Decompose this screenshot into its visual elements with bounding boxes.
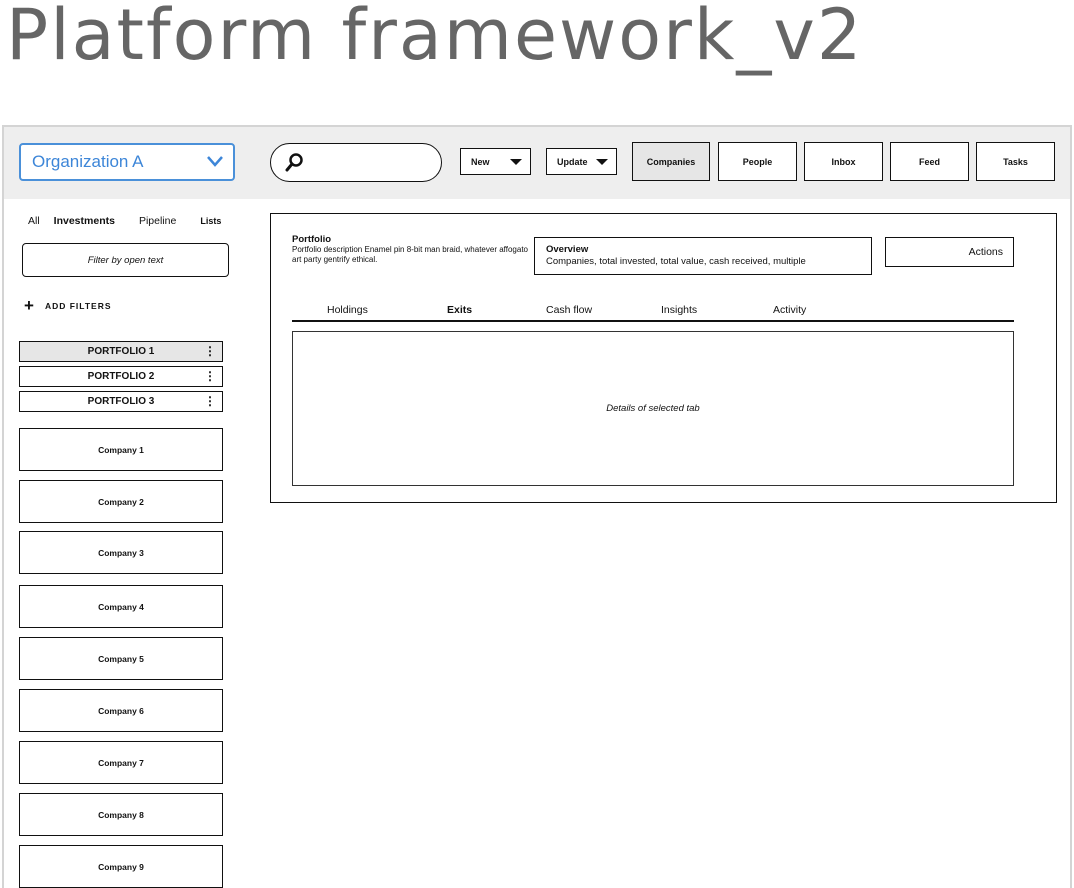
portfolio-panel: Portfolio Portfolio description Enamel p… bbox=[270, 213, 1057, 503]
portfolio-item[interactable]: PORTFOLIO 1 ⋮ bbox=[19, 341, 223, 362]
kebab-menu-icon[interactable]: ⋮ bbox=[204, 369, 216, 383]
app-frame: Organization A New Update Companies Peop… bbox=[2, 125, 1072, 888]
top-bar: Organization A New Update Companies Peop… bbox=[4, 127, 1070, 199]
nav-inbox[interactable]: Inbox bbox=[804, 142, 883, 181]
sidebar-tab-lists[interactable]: Lists bbox=[200, 216, 222, 226]
portfolio-item[interactable]: PORTFOLIO 2 ⋮ bbox=[19, 366, 223, 387]
nav-people[interactable]: People bbox=[718, 142, 797, 181]
company-card[interactable]: Company 1 bbox=[19, 428, 223, 471]
company-card[interactable]: Company 2 bbox=[19, 480, 223, 523]
portfolio-item-label: PORTFOLIO 1 bbox=[87, 346, 155, 357]
tab-holdings[interactable]: Holdings bbox=[327, 304, 368, 316]
tab-insights[interactable]: Insights bbox=[661, 304, 698, 316]
add-filters-label: ADD FILTERS bbox=[44, 300, 112, 311]
portfolio-item-label: PORTFOLIO 2 bbox=[87, 371, 155, 382]
company-card[interactable]: Company 5 bbox=[19, 637, 223, 680]
company-card[interactable]: Company 7 bbox=[19, 741, 223, 784]
company-card[interactable]: Company 3 bbox=[19, 531, 223, 574]
nav-tasks[interactable]: Tasks bbox=[976, 142, 1055, 181]
nav-feed[interactable]: Feed bbox=[890, 142, 969, 181]
nav-companies[interactable]: Companies bbox=[632, 142, 710, 181]
organization-select-label: Organization A bbox=[32, 152, 144, 171]
overview-title: Overview bbox=[546, 244, 589, 255]
tab-exits[interactable]: Exits bbox=[447, 304, 473, 316]
add-filters-button[interactable]: + ADD FILTERS bbox=[24, 297, 112, 314]
kebab-menu-icon[interactable]: ⋮ bbox=[204, 394, 216, 408]
chevron-down-icon bbox=[207, 156, 223, 167]
search-icon bbox=[285, 153, 303, 172]
plus-icon: + bbox=[24, 296, 35, 315]
sidebar-tab-all[interactable]: All bbox=[28, 215, 40, 227]
new-button-label: New bbox=[471, 156, 490, 167]
portfolio-title: Portfolio bbox=[292, 234, 332, 245]
overview-card: Overview Companies, total invested, tota… bbox=[534, 237, 872, 275]
new-dropdown-button[interactable]: New bbox=[460, 148, 531, 175]
kebab-menu-icon[interactable]: ⋮ bbox=[204, 344, 216, 358]
company-card[interactable]: Company 8 bbox=[19, 793, 223, 836]
tab-divider bbox=[292, 320, 1014, 322]
caret-down-icon bbox=[596, 159, 608, 165]
actions-button[interactable]: Actions bbox=[885, 237, 1014, 267]
overview-body: Companies, total invested, total value, … bbox=[546, 256, 806, 267]
tab-details-area: Details of selected tab bbox=[292, 331, 1014, 486]
portfolio-item-label: PORTFOLIO 3 bbox=[87, 396, 155, 407]
sidebar-tab-investments[interactable]: Investments bbox=[53, 215, 115, 227]
organization-select[interactable]: Organization A bbox=[19, 143, 235, 181]
tab-activity[interactable]: Activity bbox=[773, 304, 807, 316]
update-dropdown-button[interactable]: Update bbox=[546, 148, 617, 175]
sidebar-tab-pipeline[interactable]: Pipeline bbox=[138, 215, 177, 227]
details-placeholder: Details of selected tab bbox=[606, 403, 700, 414]
company-card[interactable]: Company 9 bbox=[19, 845, 223, 888]
caret-down-icon bbox=[510, 159, 522, 165]
portfolio-item[interactable]: PORTFOLIO 3 ⋮ bbox=[19, 391, 223, 412]
company-card[interactable]: Company 4 bbox=[19, 585, 223, 628]
update-button-label: Update bbox=[557, 156, 588, 167]
company-card[interactable]: Company 6 bbox=[19, 689, 223, 732]
sidebar-tabs: All Investments Pipeline Lists bbox=[28, 215, 221, 227]
search-input[interactable] bbox=[270, 143, 442, 182]
portfolio-description: Portfolio description Enamel pin 8-bit m… bbox=[292, 245, 528, 264]
filter-input[interactable]: Filter by open text bbox=[22, 243, 229, 277]
page-title: Platform framework_v2 bbox=[6, 0, 864, 76]
tab-cash-flow[interactable]: Cash flow bbox=[546, 304, 593, 316]
